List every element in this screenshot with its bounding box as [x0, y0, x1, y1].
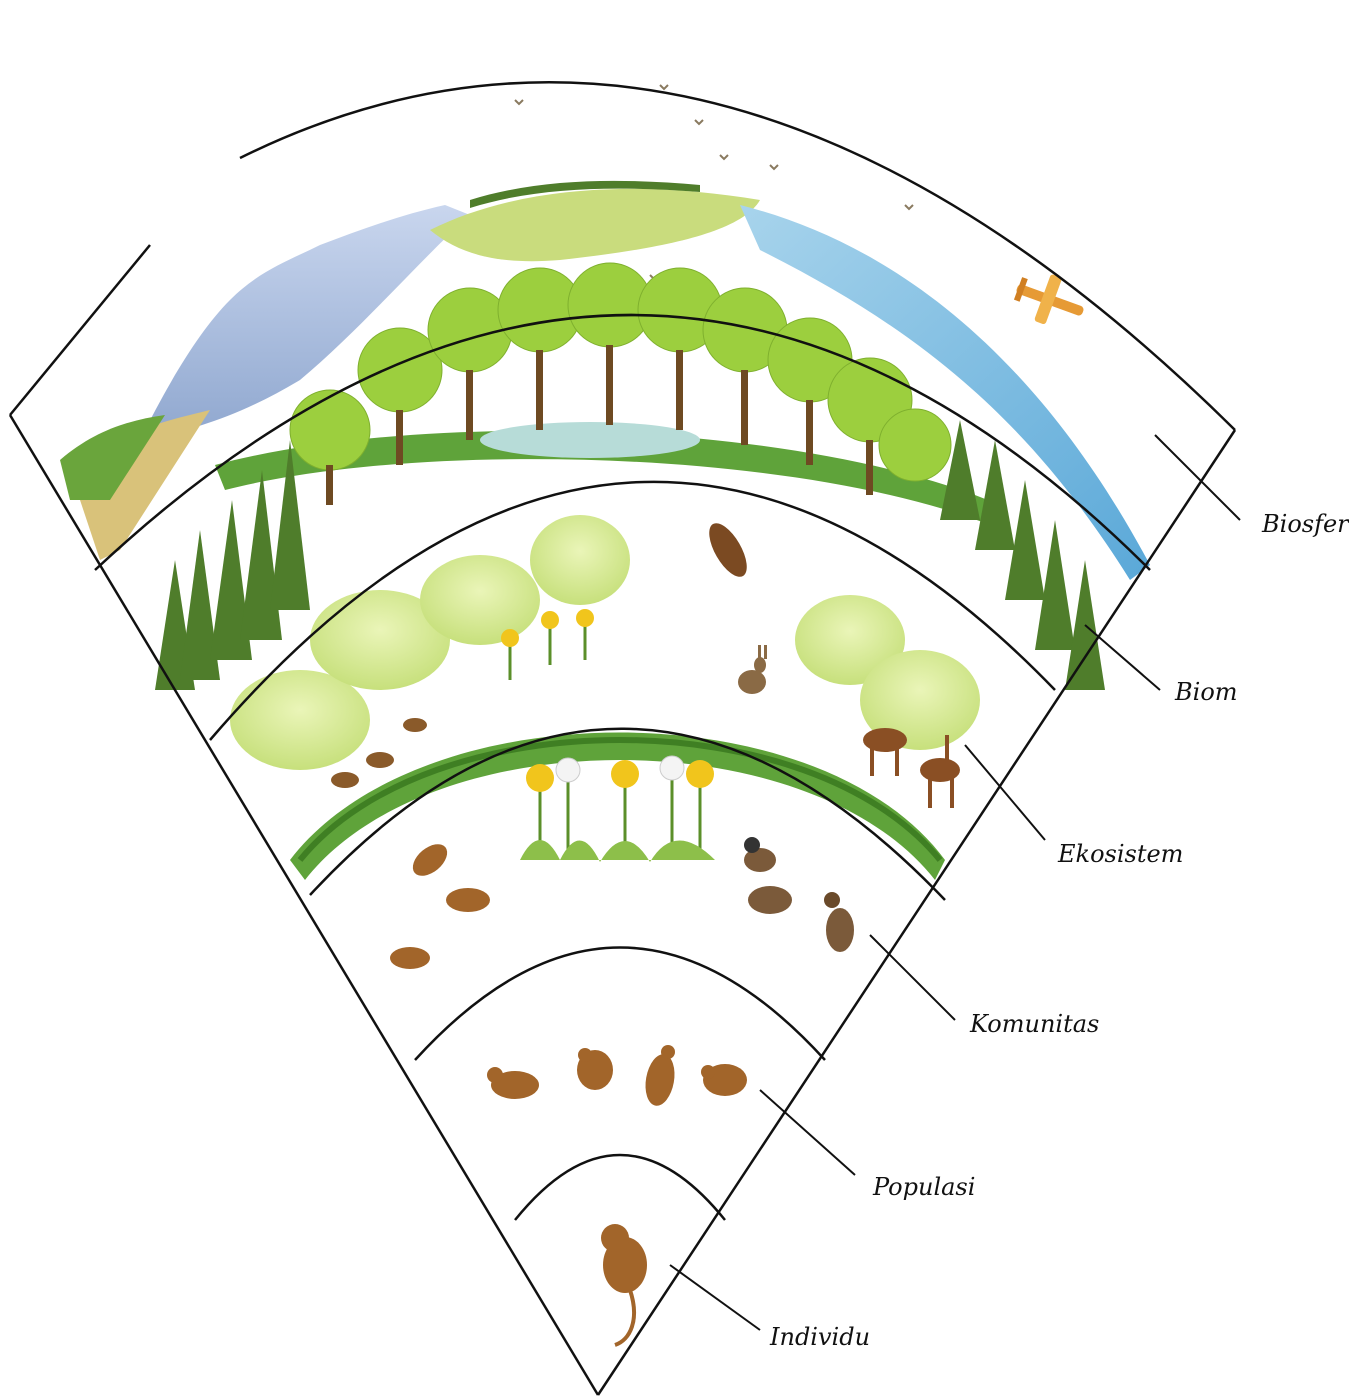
leader-individu: [670, 1265, 760, 1330]
dandelions: [520, 756, 715, 862]
pond: [480, 422, 700, 458]
leader-biosfer: [1155, 435, 1240, 520]
label-biosfer: Biosfer: [1261, 510, 1349, 538]
rabbit-icon: [738, 645, 767, 694]
komunitas-mice: [390, 838, 490, 969]
label-individu: Individu: [769, 1323, 870, 1351]
komunitas-band: [390, 756, 854, 969]
leader-komunitas: [870, 935, 955, 1020]
populasi-band: [487, 1045, 747, 1108]
hawk-icon: [702, 518, 755, 583]
label-biom: Biom: [1174, 678, 1238, 706]
label-ekosistem: Ekosistem: [1057, 840, 1183, 868]
leader-populasi: [760, 1090, 855, 1175]
sparrows: [744, 837, 854, 952]
leader-ekosistem: [965, 745, 1045, 840]
label-komunitas: Komunitas: [969, 1010, 1099, 1038]
label-populasi: Populasi: [872, 1173, 975, 1201]
airplane-icon: [1009, 265, 1092, 336]
bushes: [230, 515, 980, 770]
ekosistem-band: [230, 515, 980, 880]
individu-mouse-icon: [601, 1224, 647, 1345]
